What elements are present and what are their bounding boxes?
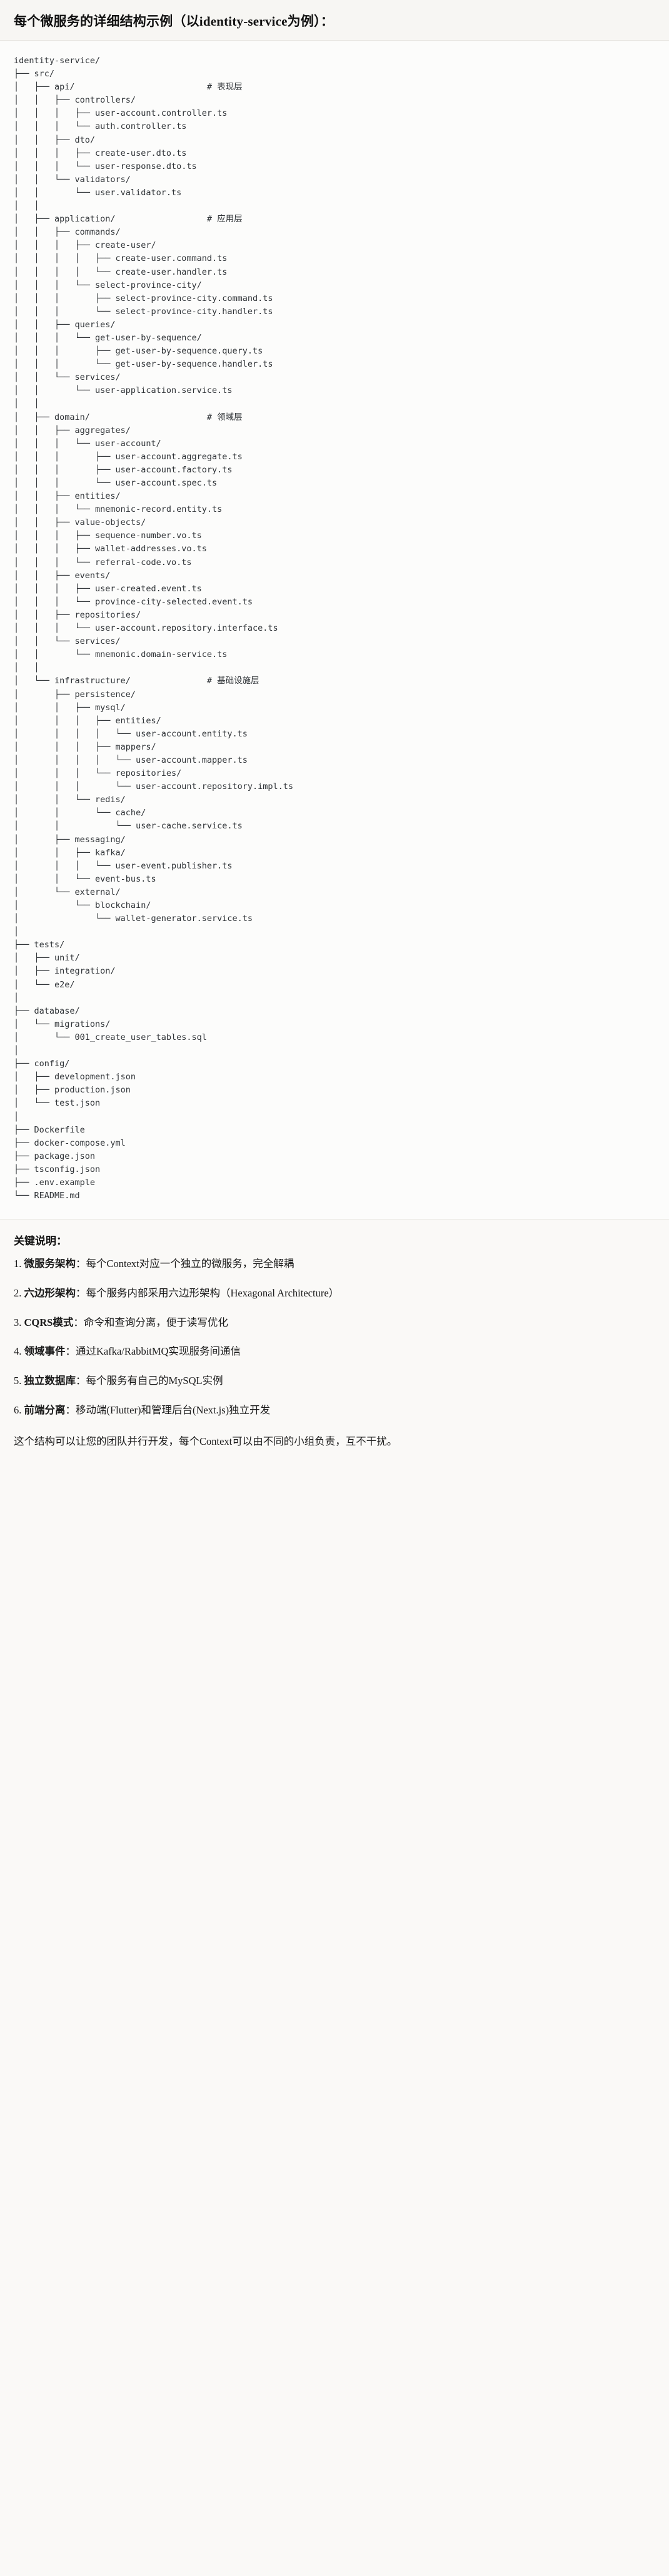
list-item-number: 5. (14, 1375, 24, 1387)
list-item-number: 6. (14, 1403, 24, 1416)
list-item: 3. CQRS模式：命令和查询分离，便于读写优化 (14, 1315, 655, 1331)
key-notes-title: 关键说明： (14, 1235, 67, 1248)
directory-tree: identity-service/ ├── src/ │ ├── api/ # … (14, 56, 294, 1201)
list-item-body: ：命令和查询分离，便于读写优化 (73, 1316, 228, 1328)
list-item-body: ：每个Context对应一个独立的微服务，完全解耦 (76, 1258, 294, 1270)
directory-tree-block: identity-service/ ├── src/ │ ├── api/ # … (0, 41, 669, 1220)
list-item-body: ：移动端(Flutter)和管理后台(Next.js)独立开发 (65, 1403, 271, 1416)
document-header: 每个微服务的详细结构示例（以identity-service为例）： (0, 0, 669, 41)
list-item-lead: 独立数据库 (24, 1375, 76, 1387)
list-item-body: ：每个服务内部采用六边形架构（Hexagonal Architecture） (76, 1286, 340, 1299)
document-page: 每个微服务的详细结构示例（以identity-service为例）： ident… (0, 0, 669, 1466)
list-item-lead: CQRS模式 (24, 1316, 74, 1328)
list-item: 4. 领域事件：通过Kafka/RabbitMQ实现服务间通信 (14, 1344, 655, 1360)
list-item-number: 2. (14, 1286, 24, 1299)
list-item-lead: 六边形架构 (24, 1286, 76, 1299)
list-item: 2. 六边形架构：每个服务内部采用六边形架构（Hexagonal Archite… (14, 1286, 655, 1301)
list-item-body: ：通过Kafka/RabbitMQ实现服务间通信 (65, 1345, 241, 1358)
list-item: 5. 独立数据库：每个服务有自己的MySQL实例 (14, 1373, 655, 1389)
list-item-lead: 领域事件 (24, 1345, 66, 1358)
page-title: 每个微服务的详细结构示例（以identity-service为例）： (14, 14, 334, 29)
key-notes-section: 关键说明： 1. 微服务架构：每个Context对应一个独立的微服务，完全解耦 2… (0, 1219, 669, 1466)
list-item: 6. 前端分离：移动端(Flutter)和管理后台(Next.js)独立开发 (14, 1403, 655, 1418)
list-item-number: 1. (14, 1258, 24, 1270)
key-notes-list: 1. 微服务架构：每个Context对应一个独立的微服务，完全解耦 2. 六边形架… (14, 1256, 655, 1418)
closing-paragraph: 这个结构可以让您的团队并行开发，每个Context可以由不同的小组负责，互不干扰… (14, 1435, 398, 1447)
list-item-number: 4. (14, 1345, 24, 1358)
list-item-number: 3. (14, 1316, 24, 1328)
list-item-lead: 微服务架构 (24, 1258, 76, 1270)
list-item-body: ：每个服务有自己的MySQL实例 (76, 1375, 223, 1387)
list-item-lead: 前端分离 (24, 1403, 66, 1416)
list-item: 1. 微服务架构：每个Context对应一个独立的微服务，完全解耦 (14, 1256, 655, 1272)
